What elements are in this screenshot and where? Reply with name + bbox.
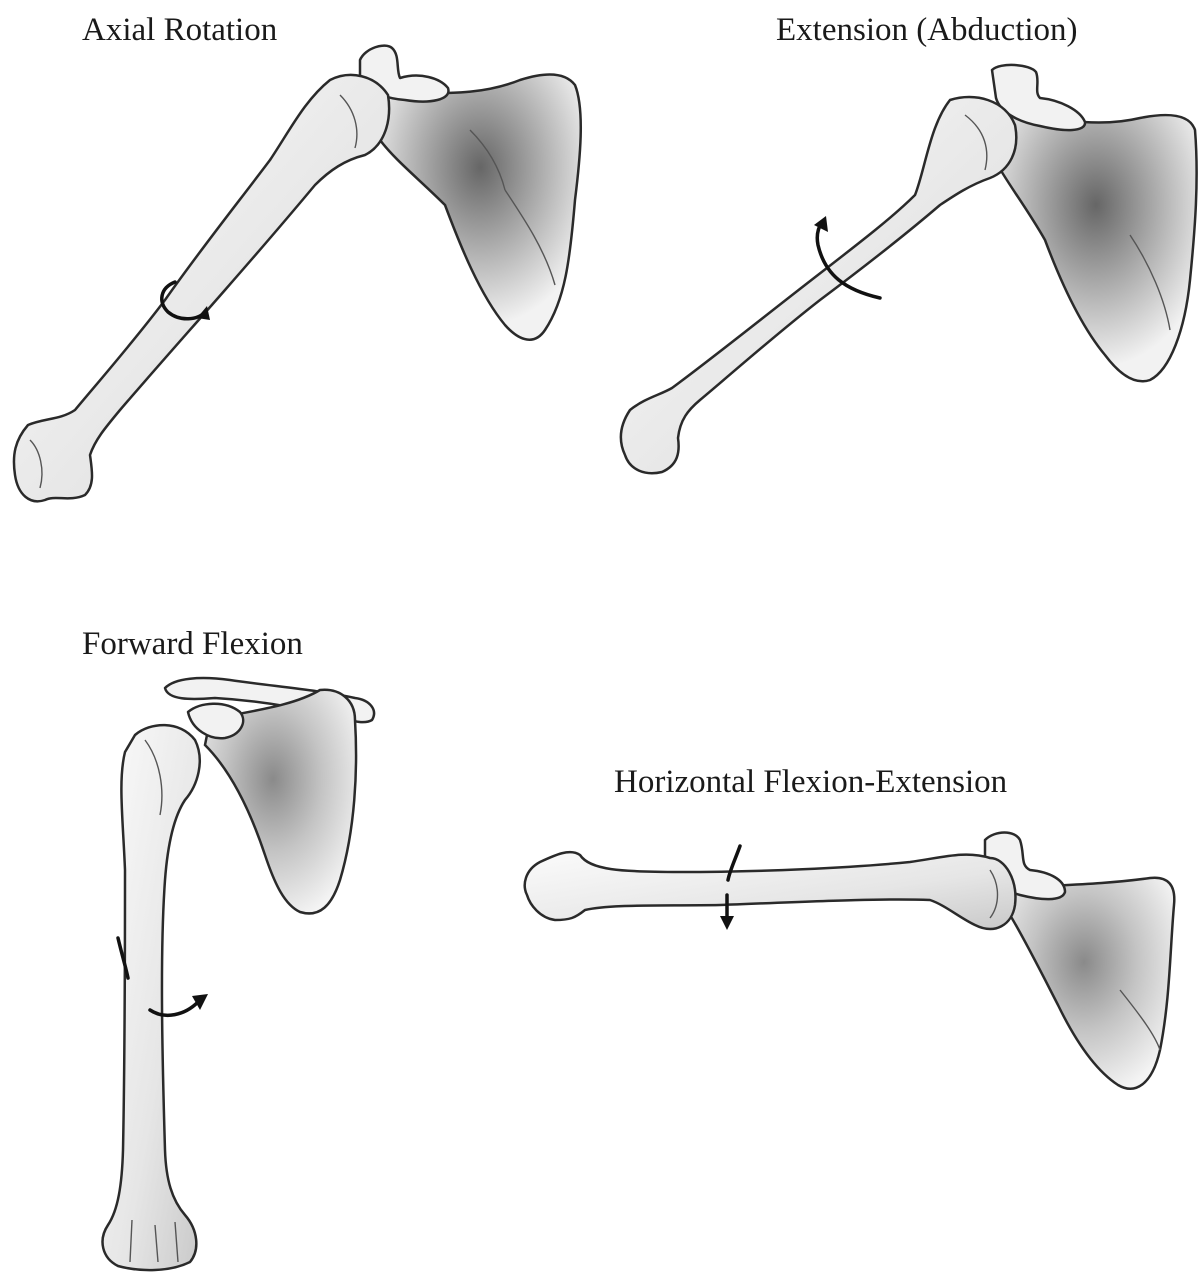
panel-label-forward-flexion: Forward Flexion — [82, 626, 303, 663]
panel-extension-abduction — [621, 65, 1197, 473]
panel-forward-flexion — [103, 678, 374, 1270]
panel-horizontal-flexion-extension — [525, 833, 1175, 1089]
humerus — [14, 75, 389, 501]
panel-label-extension-abduction: Extension (Abduction) — [776, 12, 1078, 49]
panel-axial-rotation — [14, 46, 581, 502]
scapula — [995, 110, 1197, 381]
humerus — [103, 725, 200, 1270]
panel-label-horizontal-flexion-extension: Horizontal Flexion-Extension — [614, 764, 1007, 801]
scapula — [1010, 878, 1174, 1089]
humerus — [621, 97, 1016, 473]
humerus — [525, 852, 1016, 929]
scapula — [380, 75, 581, 340]
panel-label-axial-rotation: Axial Rotation — [82, 12, 277, 49]
